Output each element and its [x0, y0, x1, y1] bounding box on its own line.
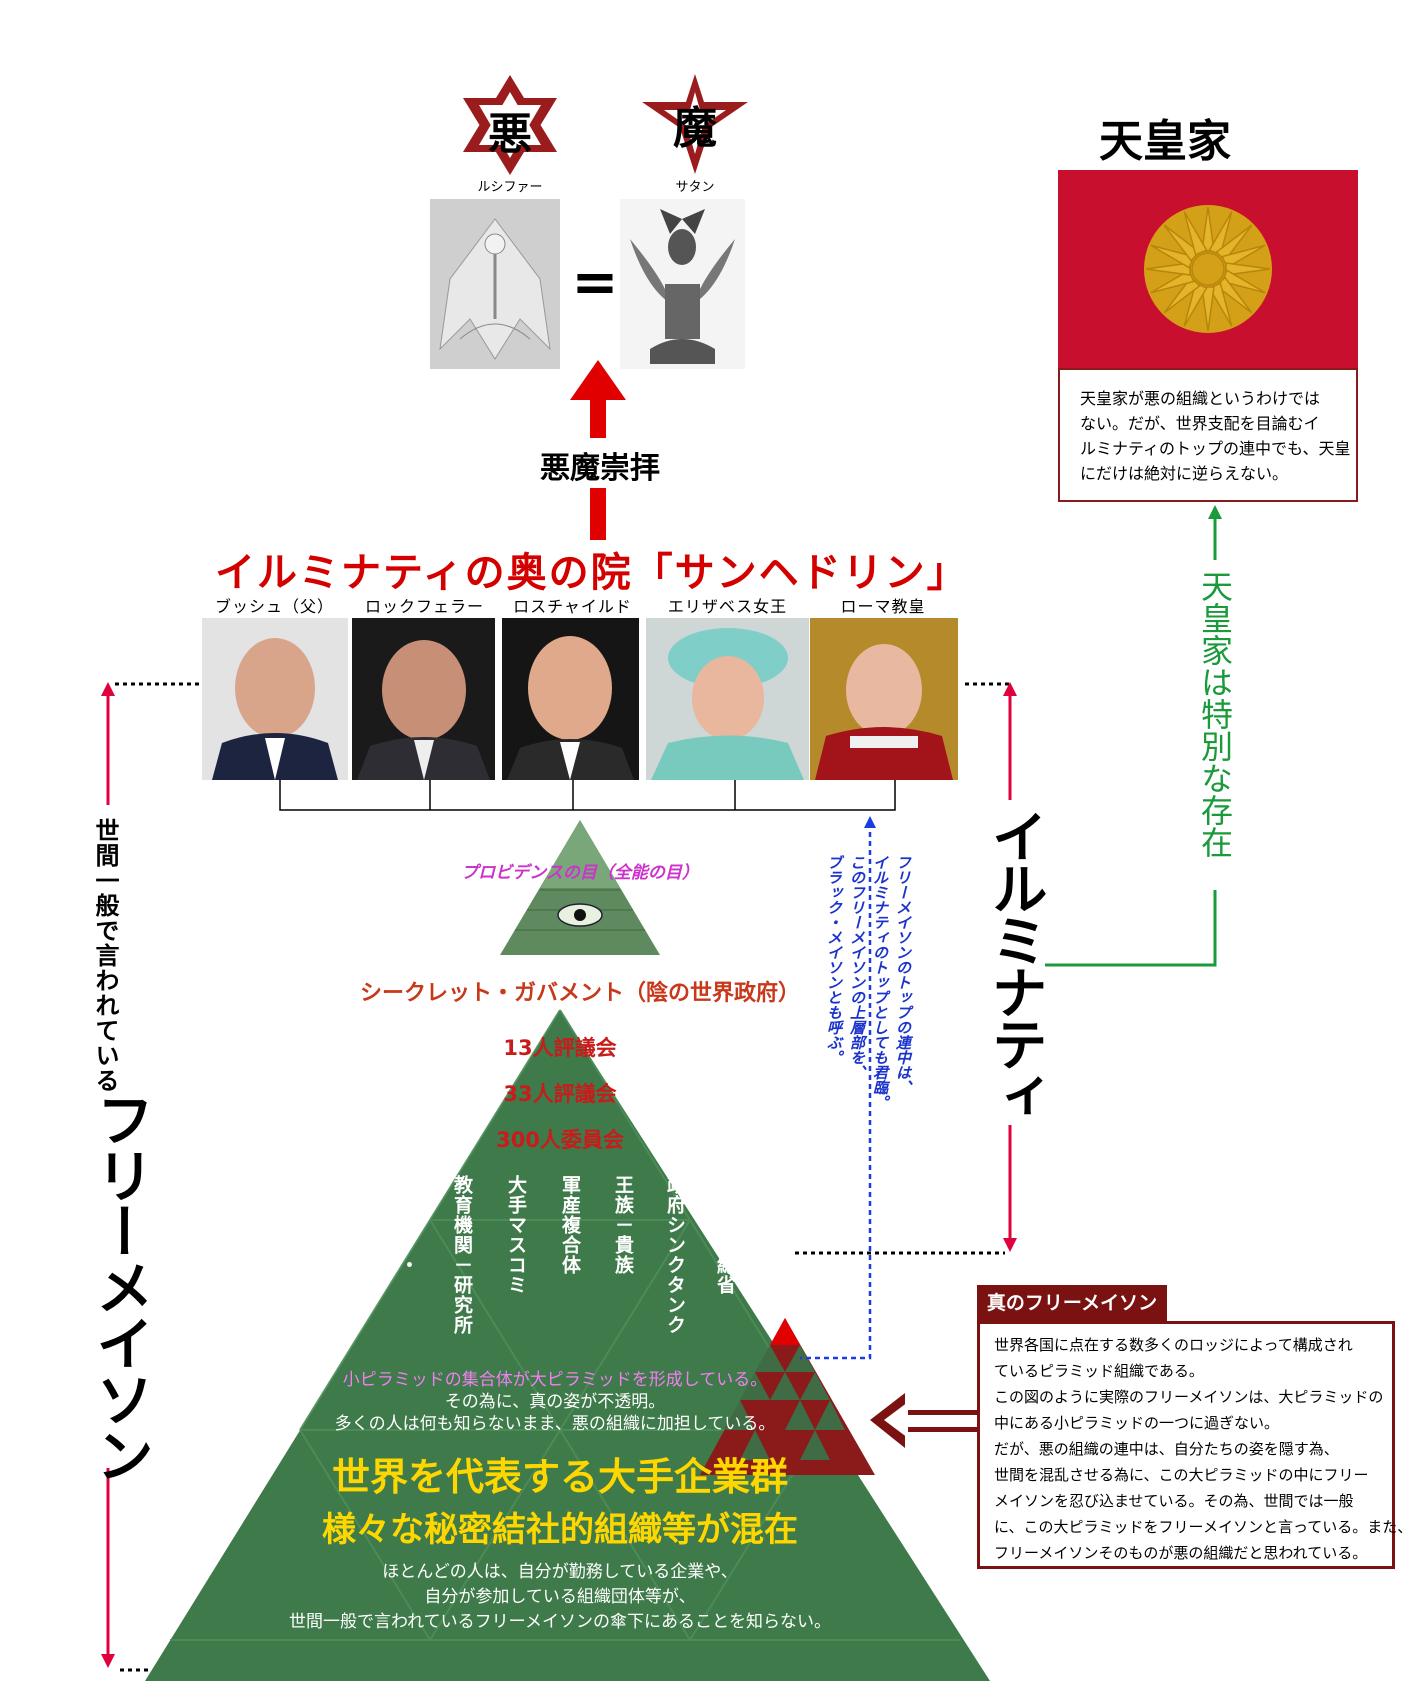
portrait-rothschild: [502, 618, 639, 780]
lucifer-image: [430, 199, 560, 369]
true-mason-line-2: ているピラミッド組織である。: [994, 1362, 1204, 1380]
portrait-bush: [202, 618, 348, 780]
big-pyramid: [145, 1009, 990, 1681]
worship-arrow: [570, 360, 626, 540]
pentagram-icon: [642, 74, 748, 174]
portrait-rockefeller: [352, 618, 495, 780]
council-33-label: 33人評議会: [503, 1082, 617, 1106]
true-mason-line-7: メイソンを忍び込ませている。その為、世間では一般: [994, 1492, 1354, 1510]
committee-300-label: 300人委員会: [496, 1128, 624, 1152]
big-corporations-label: 世界を代表する大手企業群: [331, 1455, 788, 1499]
black-mason-note-2: イルミナティのトップとしても君臨。: [871, 855, 889, 1110]
true-mason-title: 真のフリーメイソン: [977, 1285, 1167, 1321]
category-military-industrial: 軍産複合体: [559, 1175, 581, 1275]
true-mason-arrow: [870, 1393, 985, 1448]
bottom-note-3: 世間一般で言われているフリーメイソンの傘下にあることを知らない。: [289, 1612, 831, 1632]
imperial-flag: [1058, 170, 1358, 368]
chrysanthemum-icon: [1144, 205, 1272, 333]
black-mason-note-1: フリーメイソンのトップの連中は、: [894, 855, 912, 1095]
providence-eye-label: プロビデンスの目（全能の目）: [461, 863, 699, 883]
worship-label: 悪魔崇拝: [540, 451, 660, 486]
emperor-note-line-4: にだけは絶対に逆らえない。: [1080, 464, 1289, 483]
true-mason-line-1: 世界各国に点在する数多くのロッジによって構成され: [994, 1336, 1353, 1354]
small-pyramid-note-3: 多くの人は何も知らないまま、悪の組織に加担している。: [334, 1414, 776, 1434]
category-think-tank: 政府シンクタンク: [664, 1175, 686, 1335]
emperor-note-line-2: ない。だが、世界支配を目論むイ: [1080, 414, 1320, 433]
true-mason-line-6: 世間を混乱させる為に、この大ピラミッドの中にフリー: [994, 1466, 1369, 1484]
member-label-rothschild: ロスチャイルド: [513, 597, 632, 616]
hexagram-icon: [463, 75, 557, 175]
portrait-bracket: [279, 780, 896, 811]
member-label-rockefeller: ロックフェラー: [364, 597, 484, 616]
true-mason-line-4: 中にある小ピラミッドの一つに過ぎない。: [994, 1414, 1280, 1432]
left-big-vertical-freemason: フリーメイソン: [86, 1090, 154, 1482]
equals-sign: =: [571, 250, 619, 315]
star-char-devil: 魔: [673, 103, 717, 154]
category-royalty: 王族－貴族: [612, 1175, 634, 1275]
sanhedrin-title: イルミナティの奥の院「サンヘドリン」: [215, 549, 969, 596]
true-mason-line-5: だが、悪の組織の連中は、自分たちの姿を隠す為、: [994, 1440, 1339, 1458]
illuminati-vertical-label: イルミナティ: [982, 808, 1048, 1120]
true-mason-box: 世界各国に点在する数多くのロッジによって構成され ているピラミッド組織である。 …: [977, 1321, 1412, 1569]
black-mason-note-3: このフリーメイソンの上層部を、: [848, 855, 866, 1080]
category-pentagon: 米国国防総省: [714, 1175, 736, 1295]
bottom-note-2: 自分が参加している組織団体等が、: [424, 1587, 696, 1607]
portrait-pope: [810, 618, 958, 780]
black-mason-note-4: ブラック・メイソンとも呼ぶ。: [825, 855, 843, 1065]
satan-label: サタン: [675, 180, 715, 195]
hexagram-star: 悪: [455, 70, 565, 180]
secret-government-label: シークレット・ガバメント（陰の世界政府）: [359, 981, 800, 1006]
lucifer-label: ルシファー: [477, 180, 543, 195]
portrait-queen: [646, 618, 809, 780]
pentagram-star: 魔: [640, 70, 750, 180]
star-char-evil: 悪: [488, 109, 532, 160]
left-small-vertical: 世間一般で言われている: [91, 818, 119, 1093]
small-pyramid-note-1: 小ピラミッドの集合体が大ピラミッドを形成している。: [342, 1370, 768, 1390]
emperor-note-box: 天皇家が悪の組織というわけでは ない。だが、世界支配を目論むイ ルミナティのトッ…: [1058, 368, 1358, 502]
category-etc: など・・・: [397, 1175, 419, 1275]
providence-pyramid: [500, 820, 660, 955]
satan-image: [620, 199, 745, 369]
true-mason-line-9: フリーメイソンそのものが悪の組織だと思われている。: [994, 1544, 1368, 1562]
category-mass-media: 大手マスコミ: [505, 1175, 527, 1295]
emperor-title: 天皇家: [1099, 116, 1231, 167]
emperor-note-line-1: 天皇家が悪の組織というわけでは: [1080, 389, 1321, 408]
small-red-pyramid: [700, 1318, 875, 1475]
emperor-special-vertical: 天皇家は特別な存在: [1196, 570, 1234, 858]
bottom-note-1: ほとんどの人は、自分が勤務している企業や、: [382, 1562, 738, 1582]
member-label-bush: ブッシュ（父）: [214, 597, 334, 616]
member-label-queen: エリザベス女王: [667, 597, 788, 616]
secret-societies-label: 様々な秘密結社的組織等が混在: [322, 1510, 798, 1550]
small-pyramid-note-2: その為に、真の姿が不透明。: [444, 1392, 666, 1412]
category-education: 教育機関－研究所: [451, 1175, 473, 1335]
true-mason-line-8: に、この大ピラミッドをフリーメイソンと言っている。また、: [994, 1518, 1413, 1536]
true-mason-line-3: この図のように実際のフリーメイソンは、大ピラミッドの: [994, 1388, 1384, 1406]
council-13-label: 13人評議会: [503, 1036, 617, 1060]
emperor-note-line-3: ルミナティのトップの連中でも、天皇: [1080, 439, 1351, 458]
member-label-pope: ローマ教皇: [840, 597, 926, 616]
